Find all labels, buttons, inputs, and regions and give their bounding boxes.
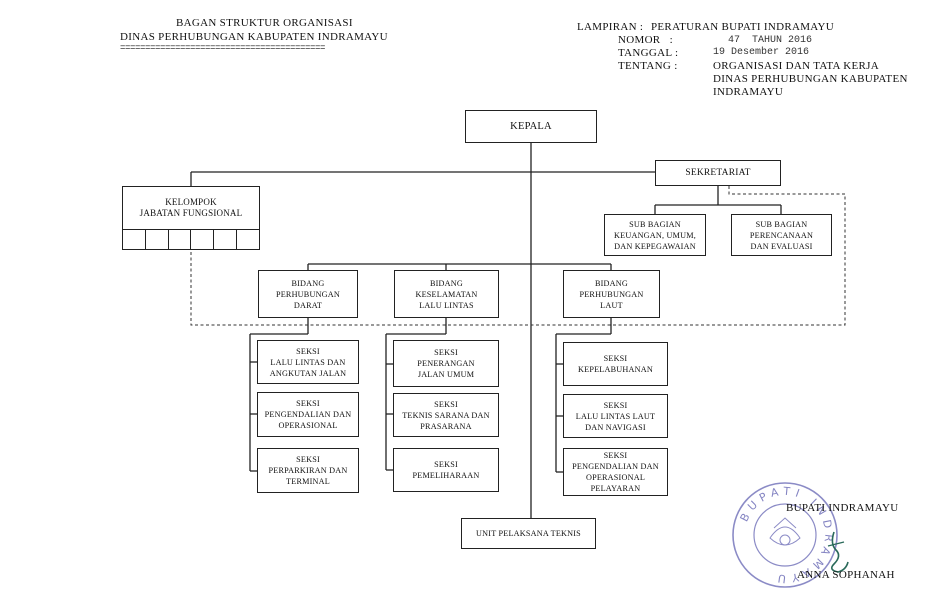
kelompok-label: KELOMPOK JABATAN FUNGSIONAL	[139, 197, 243, 218]
seksi-label: SEKSI PERPARKIRAN DAN TERMINAL	[268, 455, 348, 486]
seksi-teknis-sarana-box: SEKSI TEKNIS SARANA DAN PRASARANA	[393, 393, 499, 437]
title-underline: ========================================…	[120, 43, 326, 53]
bidang-laut-box: BIDANG PERHUBUNGAN LAUT	[563, 270, 660, 318]
seksi-label: SEKSI PEMELIHARAAN	[412, 460, 480, 480]
seksi-label: SEKSI TEKNIS SARANA DAN PRASARANA	[402, 399, 490, 431]
sekretariat-label: SEKRETARIAT	[685, 167, 751, 178]
lampiran-label: LAMPIRAN :	[577, 21, 644, 33]
seksi-label: SEKSI LALU LINTAS DAN ANGKUTAN JALAN	[269, 346, 347, 378]
bidang-darat-box: BIDANG PERHUBUNGAN DARAT	[258, 270, 358, 318]
sekretariat-box: SEKRETARIAT	[655, 160, 781, 186]
seksi-penerangan-jalan-box: SEKSI PENERANGAN JALAN UMUM	[393, 340, 499, 387]
seksi-label: SEKSI PENGENDALIAN DAN OPERASIONAL	[264, 399, 352, 430]
kepala-label: KEPALA	[510, 121, 552, 132]
sub-keuangan-label: SUB BAGIAN KEUANGAN, UMUM, DAN KEPEGAWAI…	[614, 219, 696, 251]
tentang-label: TENTANG :	[618, 60, 678, 72]
nomor-value: 47 TAHUN 2016	[728, 35, 813, 46]
seksi-pengendalian-operasional-box: SEKSI PENGENDALIAN DAN OPERASIONAL	[257, 392, 359, 437]
signatory-name: ANNA SOPHANAH	[797, 569, 895, 581]
tentang-line3: INDRAMAYU	[713, 86, 784, 98]
tentang-line1: ORGANISASI DAN TATA KERJA	[713, 60, 879, 72]
seksi-lalu-lintas-laut-box: SEKSI LALU LINTAS LAUT DAN NAVIGASI	[563, 394, 668, 438]
grid-cell	[146, 230, 169, 249]
tanggal-value: 19 Desember 2016	[713, 47, 810, 58]
nomor-label: NOMOR :	[618, 34, 673, 46]
seksi-pengendalian-pelayaran-box: SEKSI PENGENDALIAN DAN OPERASIONAL PELAY…	[563, 448, 668, 496]
seksi-label: SEKSI KEPELABUHANAN	[578, 354, 653, 374]
seksi-perparkiran-terminal-box: SEKSI PERPARKIRAN DAN TERMINAL	[257, 448, 359, 493]
grid-cell	[123, 230, 146, 249]
sub-bagian-keuangan-box: SUB BAGIAN KEUANGAN, UMUM, DAN KEPEGAWAI…	[604, 214, 706, 256]
signatory-title: BUPATI INDRAMAYU	[786, 502, 899, 514]
bidang-laut-label: BIDANG PERHUBUNGAN LAUT	[579, 278, 644, 310]
sub-bagian-perencanaan-box: SUB BAGIAN PERENCANAAN DAN EVALUASI	[731, 214, 832, 256]
sub-perencanaan-label: SUB BAGIAN PERENCANAAN DAN EVALUASI	[749, 219, 814, 251]
unit-pelaksana-teknis-box: UNIT PELAKSANA TEKNIS	[461, 518, 596, 549]
lampiran-value: PERATURAN BUPATI INDRAMAYU	[651, 21, 835, 33]
doc-title-line1: BAGAN STRUKTUR ORGANISASI	[176, 17, 353, 29]
bidang-darat-label: BIDANG PERHUBUNGAN DARAT	[275, 278, 341, 310]
bidang-keselamatan-label: BIDANG KESELAMATAN LALU LINTAS	[415, 278, 478, 310]
kepala-box: KEPALA	[465, 110, 597, 143]
kelompok-jabatan-box: KELOMPOK JABATAN FUNGSIONAL	[122, 186, 260, 230]
kelompok-grid	[122, 230, 260, 250]
handwritten-signature	[827, 531, 849, 573]
doc-title-line2: DINAS PERHUBUNGAN KABUPATEN INDRAMAYU	[120, 31, 388, 43]
grid-cell	[237, 230, 259, 249]
seksi-lalu-lintas-angkutan-box: SEKSI LALU LINTAS DAN ANGKUTAN JALAN	[257, 340, 359, 384]
seksi-label: SEKSI PENGENDALIAN DAN OPERASIONAL PELAY…	[572, 451, 659, 493]
tentang-line2: DINAS PERHUBUNGAN KABUPATEN	[713, 73, 908, 85]
grid-cell	[214, 230, 238, 249]
seksi-kepelabuhanan-box: SEKSI KEPELABUHANAN	[563, 342, 668, 386]
tanggal-label: TANGGAL :	[618, 47, 679, 59]
grid-cell	[169, 230, 192, 249]
seksi-pemeliharaan-box: SEKSI PEMELIHARAAN	[393, 448, 499, 492]
seksi-label: SEKSI LALU LINTAS LAUT DAN NAVIGASI	[575, 400, 656, 432]
bidang-keselamatan-box: BIDANG KESELAMATAN LALU LINTAS	[394, 270, 499, 318]
upt-label: UNIT PELAKSANA TEKNIS	[476, 529, 581, 538]
seksi-label: SEKSI PENERANGAN JALAN UMUM	[417, 348, 475, 379]
grid-cell	[191, 230, 215, 249]
bupati-stamp-seal: BUPATI INDRAMAYU	[732, 482, 838, 588]
